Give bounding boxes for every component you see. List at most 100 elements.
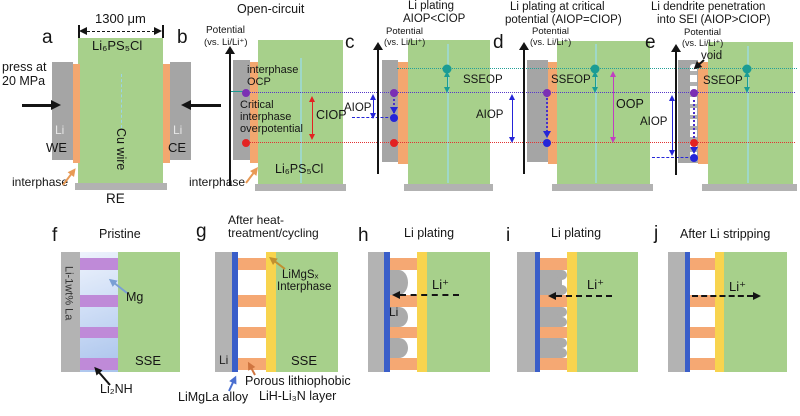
electrode-label: Li-1wt% La xyxy=(62,266,75,321)
ocp-to-aiop-connector xyxy=(545,95,548,135)
ocp-dot xyxy=(390,88,398,97)
connector-arrowhead xyxy=(690,147,698,154)
sse-dot xyxy=(742,64,752,74)
panel-c-title-2: AIOP<CIOP xyxy=(403,13,466,25)
ce-label: CE xyxy=(168,140,187,155)
potential-axis xyxy=(671,44,681,175)
press-arrow-right-line xyxy=(191,104,221,107)
panel-i-letter: i xyxy=(506,225,511,246)
lih-li3n-bar xyxy=(540,358,567,370)
panel-d-title-2: potential (AIOP=CIOP) xyxy=(505,14,622,26)
critical-dot xyxy=(242,139,250,147)
lih-li3n-bar xyxy=(540,295,567,307)
li-electrode xyxy=(368,252,384,372)
limgla-alloy-layer xyxy=(685,252,690,372)
li-ion-flux-arrow xyxy=(556,295,612,297)
sseop-label: SSEOP xyxy=(703,75,743,87)
aiop-arrow xyxy=(508,94,517,143)
lih-li3n-bar xyxy=(540,258,567,270)
sseop-arrow xyxy=(443,71,452,93)
dim-tick-right xyxy=(162,25,164,38)
press-label-2: 20 MPa xyxy=(2,74,46,88)
press-arrow-left-head xyxy=(51,100,61,110)
panel-i-title: Li plating xyxy=(551,226,602,240)
dim-arrowhead-left xyxy=(79,27,87,35)
aiop-dot xyxy=(690,154,698,163)
li-electrode xyxy=(215,252,232,372)
li-we-label: Li xyxy=(55,123,65,137)
li-ion-label: Li⁺ xyxy=(729,279,746,294)
panel-c-letter: c xyxy=(345,32,355,53)
porous-label-1: Porous lithiophobic xyxy=(245,374,351,388)
panel-c-title-1: Li plating xyxy=(408,0,455,12)
panel-d-letter: d xyxy=(493,32,504,53)
potential-axis-label: Potential xyxy=(532,26,569,37)
sseop-label: SSEOP xyxy=(463,74,503,86)
li-ion-flux-arrow xyxy=(692,295,753,297)
sse-block xyxy=(708,42,793,184)
li2nh-bar xyxy=(80,258,118,270)
li-deposit xyxy=(540,338,567,358)
critical-dot xyxy=(390,139,398,147)
potential-axis-units: (vs. Li/Li⁺) xyxy=(530,37,572,47)
panel-j-letter: j xyxy=(654,223,659,244)
limgs-label-2: Interphase xyxy=(277,281,332,293)
sseop-arrow xyxy=(591,71,600,93)
sse-block xyxy=(408,40,490,184)
potential-axis-units: (vs. Li/Li⁺) xyxy=(682,38,724,48)
limgs-interphase-layer xyxy=(266,252,276,372)
critical-overpotential-line xyxy=(246,142,795,144)
electrolyte-label: Li₆PS₅Cl xyxy=(92,38,143,53)
sseop-label: SSEOP xyxy=(551,74,591,86)
sseop-arrow xyxy=(743,71,752,93)
porous-label-2: LiH-Li₃N layer xyxy=(259,389,337,403)
interphase-pointer-arrow xyxy=(245,172,255,184)
cu-wire-line xyxy=(300,58,302,183)
panel-e-letter: e xyxy=(645,32,656,53)
ciop-label: CIOP xyxy=(316,108,347,122)
potential-axis xyxy=(519,42,529,174)
sse-block xyxy=(724,252,787,372)
re-bar xyxy=(255,184,346,191)
panel-d-title-1: Li plating at critical xyxy=(510,1,605,13)
li-electrode xyxy=(517,252,535,372)
interphase-layer-left xyxy=(73,64,80,163)
press-arrow-right-head xyxy=(181,100,191,110)
panel-h-letter: h xyxy=(358,225,369,246)
limgla-alloy-layer xyxy=(535,252,540,372)
li-ion-flux-head xyxy=(548,292,556,300)
cu-wire-label: Cu wire xyxy=(114,128,129,171)
li-deposit xyxy=(389,307,408,327)
li-we-electrode xyxy=(52,62,73,160)
interphase-layer xyxy=(398,62,408,164)
critical-label-2: interphase xyxy=(240,111,292,123)
li-deposit xyxy=(540,270,567,295)
interphase-label: interphase xyxy=(12,175,69,189)
oop-arrow xyxy=(609,71,618,143)
li2nh-bar xyxy=(80,358,118,370)
panel-j-title: After Li stripping xyxy=(680,227,771,241)
lih-li3n-bar xyxy=(389,327,417,338)
aiop-label: AIOP xyxy=(344,102,372,114)
panel-g-title-1: After heat- xyxy=(228,213,285,227)
re-bar xyxy=(702,184,797,191)
panel-f-letter: f xyxy=(52,225,58,246)
potential-axis xyxy=(373,42,383,174)
lih-li3n-bar xyxy=(690,327,715,338)
ocp-to-aiop-connector xyxy=(692,95,695,150)
ocp-label-2: OCP xyxy=(247,76,271,88)
critical-dot xyxy=(690,139,698,147)
sse-block xyxy=(118,252,180,372)
aiop-arrow xyxy=(369,94,378,119)
li2nh-label: Li₂NH xyxy=(100,382,133,396)
potential-axis-label: Potential xyxy=(386,26,423,37)
electrolyte-label: Li₆PS₅Cl xyxy=(275,162,324,176)
potential-axis xyxy=(225,46,235,186)
aiop-label: AIOP xyxy=(640,116,668,128)
limgla-alloy-layer xyxy=(384,252,390,372)
li-label: Li xyxy=(219,353,229,367)
connector-arrowhead xyxy=(390,107,398,114)
ocp-to-aiop-connector xyxy=(392,95,395,113)
connector-arrowhead xyxy=(543,131,551,138)
lih-li3n-bar xyxy=(238,327,266,338)
